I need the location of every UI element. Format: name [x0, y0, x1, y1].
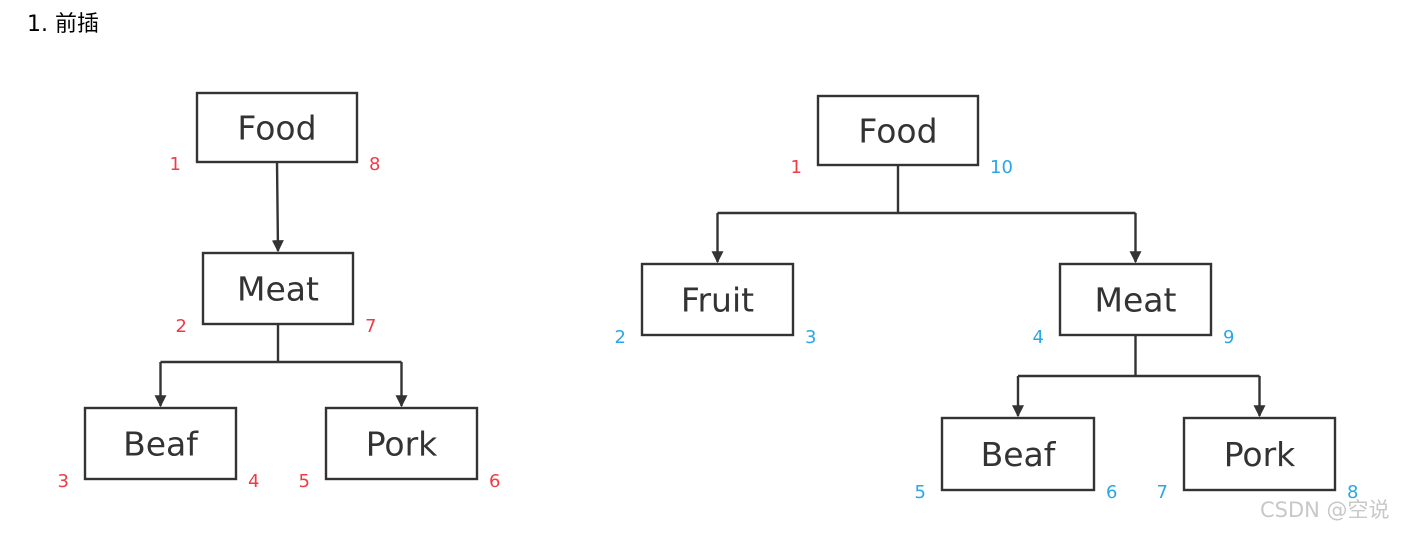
node-box-meat	[201, 251, 355, 326]
node-exit-number-beaf: 6	[1106, 482, 1117, 503]
node-label-pork: Pork	[1224, 435, 1296, 474]
node-box-pork	[1182, 416, 1337, 492]
node-box-food	[816, 94, 980, 167]
node-box-beaf	[940, 416, 1096, 492]
node-entry-number-pork: 7	[1157, 482, 1168, 503]
node-label-beaf: Beaf	[123, 425, 199, 464]
node-exit-number-meat: 9	[1223, 327, 1234, 348]
node-entry-number-food: 1	[170, 154, 181, 175]
node-pork: Pork 7 8	[1157, 416, 1358, 503]
node-pork: Pork 5 6	[299, 406, 500, 492]
node-beaf: Beaf 5 6	[915, 416, 1117, 503]
node-box-food	[195, 91, 359, 164]
watermark: CSDN @空说	[1260, 498, 1390, 522]
node-box-pork	[324, 406, 479, 481]
page-heading: 1. 前插	[27, 12, 99, 37]
node-box-beaf	[83, 406, 238, 481]
node-exit-number-meat: 7	[365, 316, 376, 337]
node-exit-number-fruit: 3	[805, 327, 816, 348]
node-entry-number-meat: 4	[1033, 327, 1044, 348]
node-fruit: Fruit 2 3	[615, 262, 816, 348]
node-food: Food 1 10	[791, 94, 1013, 178]
node-label-fruit: Fruit	[681, 281, 754, 320]
node-label-beaf: Beaf	[981, 435, 1057, 474]
node-beaf: Beaf 3 4	[58, 406, 259, 492]
node-entry-number-fruit: 2	[615, 327, 626, 348]
node-entry-number-beaf: 5	[915, 482, 926, 503]
node-entry-number-beaf: 3	[58, 471, 69, 492]
node-food: Food 1 8	[170, 91, 380, 175]
edge-food-meat	[271, 161, 284, 253]
node-label-meat: Meat	[237, 270, 319, 309]
node-box-meat	[1058, 262, 1213, 337]
node-meat: Meat 4 9	[1033, 262, 1234, 348]
node-label-food: Food	[237, 109, 316, 148]
node-meat: Meat 2 7	[176, 251, 376, 337]
node-exit-number-food: 8	[369, 154, 380, 175]
node-exit-number-pork: 6	[489, 471, 500, 492]
node-entry-number-pork: 5	[299, 471, 310, 492]
node-exit-number-food: 10	[990, 157, 1013, 178]
node-exit-number-pork: 8	[1347, 482, 1358, 503]
node-label-food: Food	[858, 112, 937, 151]
node-exit-number-beaf: 4	[248, 471, 259, 492]
node-label-meat: Meat	[1095, 281, 1177, 320]
node-box-fruit	[640, 262, 795, 337]
node-label-pork: Pork	[366, 425, 438, 464]
node-entry-number-meat: 2	[176, 316, 187, 337]
node-entry-number-food: 1	[791, 157, 802, 178]
